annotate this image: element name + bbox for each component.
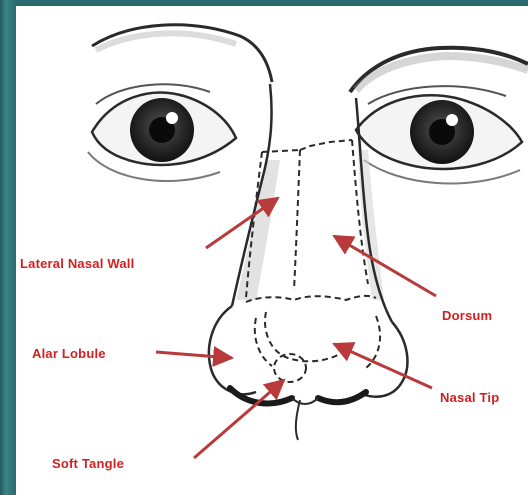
arrow-dorsum bbox=[334, 236, 436, 296]
label-soft-tangle: Soft Tangle bbox=[52, 456, 124, 471]
arrow-alar-lobule bbox=[156, 352, 232, 358]
label-lateral-nasal-wall: Lateral Nasal Wall bbox=[20, 256, 134, 271]
columella bbox=[292, 398, 318, 404]
left-eye bbox=[88, 84, 236, 181]
diagram-panel: Lateral Nasal Wall Dorsum Alar Lobule Na… bbox=[16, 6, 528, 495]
label-dorsum: Dorsum bbox=[442, 308, 492, 323]
left-ala-outline bbox=[209, 306, 256, 394]
nose-anatomy-diagram bbox=[16, 6, 528, 495]
arrow-nasal-tip bbox=[334, 344, 432, 388]
right-nostril bbox=[318, 392, 366, 402]
left-eyebrow-shade bbox=[96, 33, 236, 50]
label-alar-lobule: Alar Lobule bbox=[32, 346, 106, 361]
right-eye bbox=[356, 86, 522, 183]
label-nasal-tip: Nasal Tip bbox=[440, 390, 499, 405]
nasal-base-shadow bbox=[296, 400, 300, 440]
nose-shading-left bbox=[236, 160, 280, 300]
right-eyebrow-shade bbox=[356, 56, 528, 90]
